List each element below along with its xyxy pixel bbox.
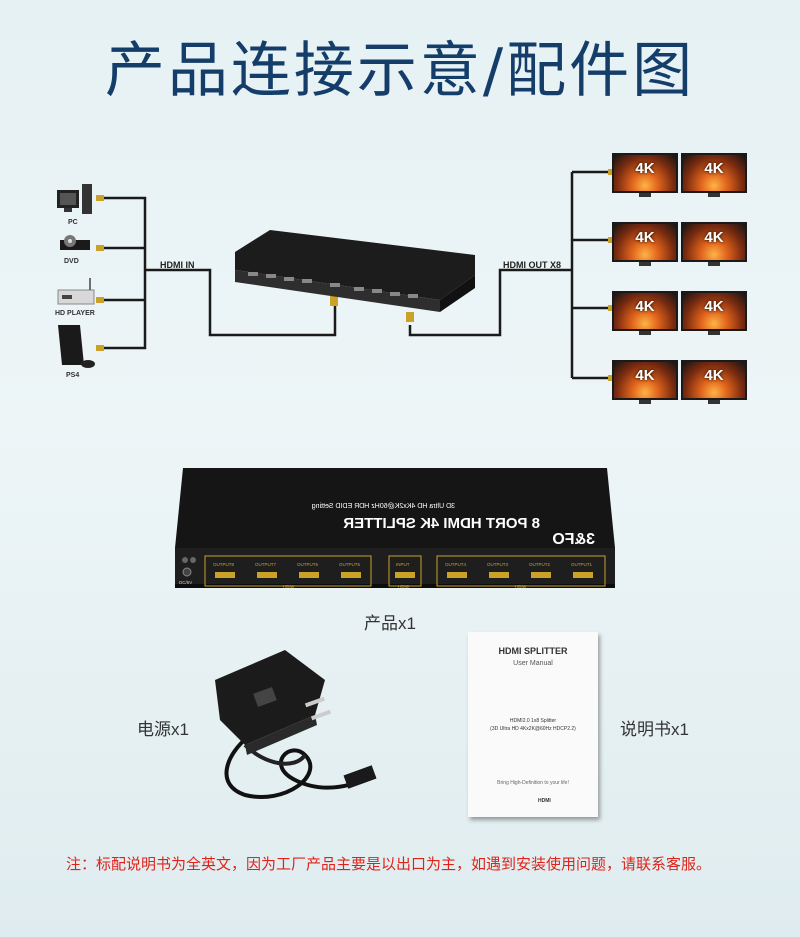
tv-display: 4K [681, 291, 747, 335]
hdmi-group-label: HDMI [515, 584, 527, 589]
port-label: OUTPUT3 [487, 562, 508, 567]
port-label: OUTPUT6 [297, 562, 318, 567]
manual-title: HDMI SPLITTER [498, 646, 568, 656]
tv-badge-4k: 4K [704, 160, 724, 177]
pc-icon [57, 184, 92, 214]
tv-badge-4k: 4K [635, 160, 655, 177]
tv-badge-4k: 4K [635, 298, 655, 315]
input-port-sub: HDMI [398, 584, 410, 589]
tv-display: 4K [612, 153, 678, 197]
input-port-label: INPUT [396, 562, 410, 567]
tv-display: 4K [681, 222, 747, 266]
user-manual-image: HDMI SPLITTER User Manual HDMI2.0 1x8 Sp… [468, 632, 598, 817]
manual-desc-line1: HDMI2.0 1x8 Splitter [509, 718, 557, 724]
tv-badge-4k: 4K [704, 298, 724, 315]
source-label-dvd: DVD [64, 258, 79, 265]
power-port-label: DC/5V [179, 580, 192, 585]
tv-badge-4k: 4K [635, 367, 655, 384]
connection-diagram [57, 169, 616, 381]
manual-count-label: 说明书x1 [620, 720, 689, 739]
power-count-label: 电源x1 [137, 720, 189, 739]
product-count-label: 产品x1 [364, 614, 416, 633]
page-title: 产品连接示意/配件图 [104, 36, 696, 106]
source-label-hd-player: HD PLAYER [55, 310, 95, 317]
hd-player-icon [57, 278, 95, 305]
tv-display: 4K [612, 360, 678, 404]
tv-display: 4K [681, 360, 747, 404]
manual-footer: Bring High-Definition to your life! [497, 780, 569, 786]
splitter-product-image: 3&FO 8 PORT HDMI 4K SPLITTER 3D Ultra HD… [175, 468, 615, 589]
port-label: OUTPUT4 [445, 562, 466, 567]
tv-badge-4k: 4K [704, 229, 724, 246]
manual-desc-line2: (3D Ultra HD 4Kx2K@60Hz HDCP2.2) [490, 726, 576, 732]
hdmi-in-label: HDMI IN [160, 260, 195, 270]
english-manual-note: 注：标配说明书为全英文，因为工厂产品主要是以出口为主，如遇到安装使用问题，请联系… [66, 855, 712, 873]
splitter-diagram-device [235, 230, 475, 312]
splitter-spec: 3D Ultra HD 4Kx2K@60Hz HDR EDID Setting [312, 503, 455, 510]
splitter-name: 8 PORT HDMI 4K SPLITTER [343, 515, 540, 532]
ps4-console-icon [58, 325, 95, 368]
manual-subtitle: User Manual [513, 660, 553, 667]
splitter-brand: 3&FO [552, 531, 595, 548]
tv-display: 4K [612, 291, 678, 335]
tv-badge-4k: 4K [635, 229, 655, 246]
tv-display: 4K [681, 153, 747, 197]
manual-hdmi-logo: HDMI [538, 798, 551, 804]
port-label: OUTPUT1 [571, 562, 592, 567]
port-label: OUTPUT8 [213, 562, 234, 567]
hdmi-group-label: HDMI [283, 584, 295, 589]
port-label: OUTPUT2 [529, 562, 550, 567]
tv-display: 4K [612, 222, 678, 266]
dvd-player-icon [60, 235, 90, 250]
power-adapter-image [215, 650, 377, 799]
port-label: OUTPUT7 [255, 562, 276, 567]
tv-badge-4k: 4K [704, 367, 724, 384]
source-label-ps4: PS4 [66, 372, 80, 379]
hdmi-out-label: HDMI OUT X8 [503, 260, 562, 270]
port-label: OUTPUT5 [339, 562, 360, 567]
source-label-pc: PC [68, 219, 78, 226]
